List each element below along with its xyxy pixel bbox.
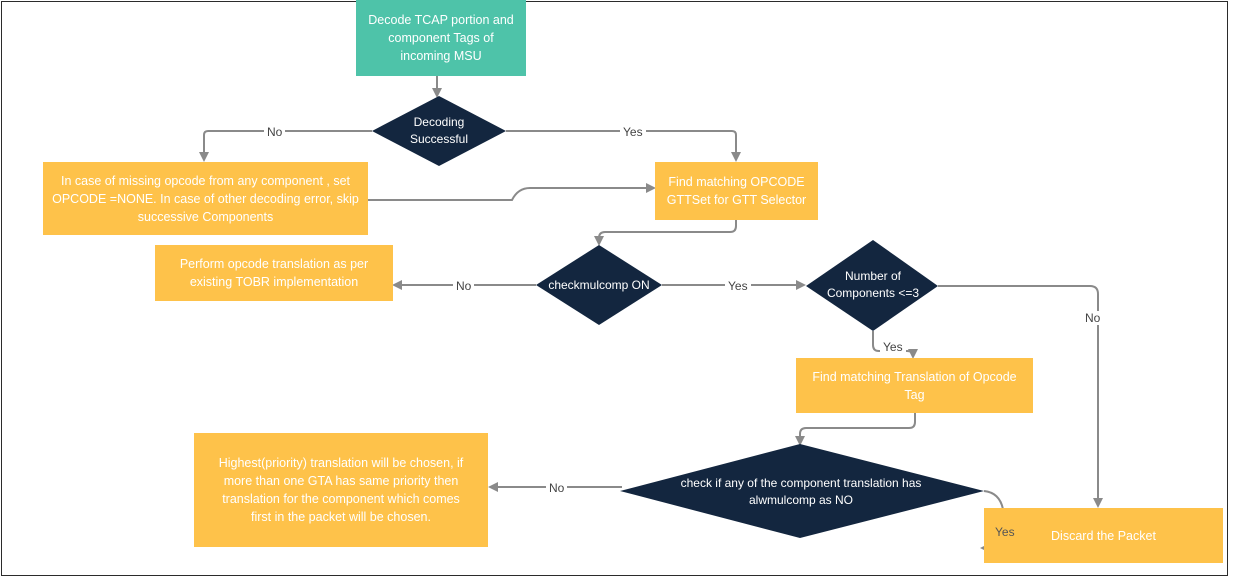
box-perform-opcode-translation: Perform opcode translation as per existi… [155,245,393,301]
box-highest-priority-translation: Highest(priority) translation will be ch… [194,433,488,547]
edge-label-checkmulcomp-yes: Yes [725,279,751,293]
edge-label-components-yes: Yes [880,340,906,354]
box-find-matching-translation: Find matching Translation of Opcode Tag [796,358,1033,413]
edge-label-checkmulcomp-no: No [453,279,475,293]
edge-label-decoding-no: No [264,125,286,139]
edge-label-alwmulcomp-no: No [546,481,568,495]
edge-decoding-yes [506,130,741,162]
box-decode-tcap: Decode TCAP portion and component Tags o… [356,0,526,76]
label-decoding-successful: Decoding Successful [409,115,469,146]
edge-label-alwmulcomp-yes: Yes [995,525,1015,539]
edge-label-decoding-yes: Yes [620,125,646,139]
edge-missing-to-gttset [368,183,656,201]
edge-gttset-to-checkmulcomp [594,220,737,246]
box-discard-packet: Discard the Packet [984,508,1223,563]
box-find-opcode-gttset: Find matching OPCODE GTTSet for GTT Sele… [655,162,818,220]
edge-decoding-no [199,130,372,162]
decision-check-alwmulcomp [620,444,984,538]
label-number-of-components: Number of Components <=3 [826,269,920,300]
edge-label-components-no: No [1082,311,1104,325]
edge-components-no [938,285,1103,508]
decision-checkmulcomp [536,245,662,325]
box-missing-opcode: In case of missing opcode from any compo… [43,162,368,235]
label-check-alwmulcomp: check if any of the component translatio… [680,476,922,507]
decision-decoding-successful [372,96,506,166]
decision-number-of-components [806,240,938,331]
label-checkmulcomp: checkmulcomp ON [548,277,650,292]
edge-translation-to-alwmulcomp [795,413,916,446]
